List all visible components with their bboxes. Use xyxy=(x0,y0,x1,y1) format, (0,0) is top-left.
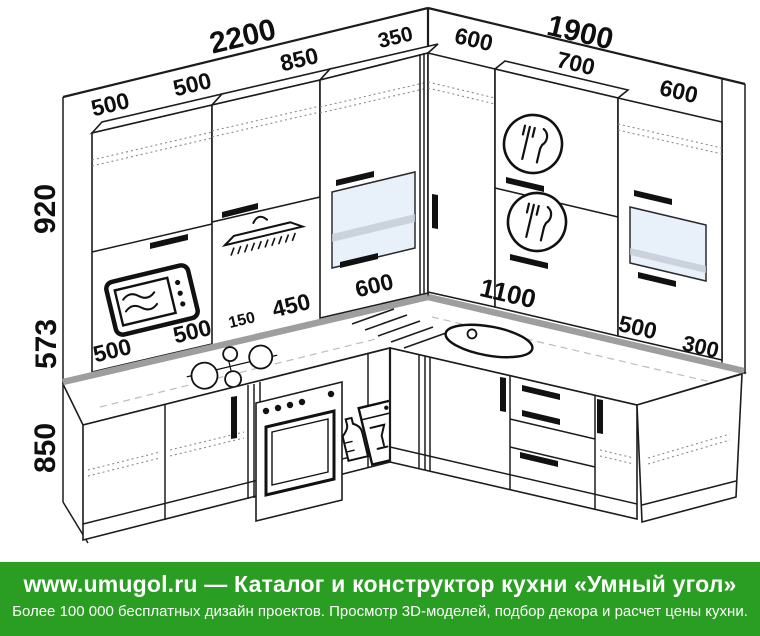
door-handle xyxy=(638,272,676,287)
door-handle xyxy=(231,396,237,439)
drainer-grooves xyxy=(351,308,447,349)
plinth-line xyxy=(389,446,638,505)
plinth-line xyxy=(641,480,737,506)
door-handle xyxy=(510,254,548,269)
dim-base-left-3: 150 xyxy=(227,309,257,332)
door-handle xyxy=(634,190,672,205)
counter-back-edge-left xyxy=(62,293,429,386)
faucet-hole xyxy=(466,328,478,340)
sink xyxy=(444,323,534,359)
kitchen-diagram: 2200 1900 500 500 850 350 600 700 600 92… xyxy=(29,6,748,544)
banner-subtitle: Более 100 000 бесплатных дизайн проектов… xyxy=(12,603,748,620)
drawer-handle xyxy=(522,385,560,400)
door-handle xyxy=(597,399,603,434)
height-dimension-labels: 920 573 850 xyxy=(29,184,63,473)
banner-title: www.umugol.ru — Каталог и конструктор ку… xyxy=(23,571,737,597)
door-handle xyxy=(336,171,374,186)
dim-height-base: 850 xyxy=(29,423,62,473)
site-banner: www.umugol.ru — Каталог и конструктор ку… xyxy=(0,562,760,636)
counter-back-edge-right xyxy=(427,293,745,375)
wall-cabinet-corner-right xyxy=(427,51,496,308)
glass-door xyxy=(331,171,416,269)
dim-height-apron: 573 xyxy=(30,319,63,369)
upper-dimension-labels: 2200 1900 500 500 850 350 600 700 600 xyxy=(88,9,700,121)
door-handle xyxy=(506,177,544,192)
door-handle xyxy=(150,234,188,249)
dish-dryer-plate-icon xyxy=(506,191,568,253)
dish-dryer-plate-icon xyxy=(502,113,564,175)
glass-door xyxy=(629,206,707,282)
oven-cooker xyxy=(255,380,343,523)
bottle-holder-icon xyxy=(341,416,370,463)
wall-cabinet-hood xyxy=(209,67,333,256)
wall-cabinet-dish-dryer xyxy=(493,60,630,338)
end-side-panel xyxy=(636,372,743,524)
door-handle xyxy=(432,194,438,229)
door-handle xyxy=(500,377,506,412)
drawer-handle xyxy=(520,452,558,467)
door-handle xyxy=(222,203,258,218)
gas-hob-icon xyxy=(186,344,278,390)
hood-icon xyxy=(221,215,307,256)
base-cabinets-right xyxy=(388,346,743,524)
drawer-handle xyxy=(522,410,560,425)
wall-cabinet-glass-right xyxy=(617,96,723,362)
microwave-icon xyxy=(104,263,200,337)
wall-cabinet-glass-left xyxy=(317,43,439,320)
oven-icon xyxy=(264,409,336,497)
door-handle xyxy=(340,253,378,268)
drawer-stack xyxy=(509,385,596,468)
base-cabinets-left xyxy=(82,346,419,542)
dim-height-wall-cabinets: 920 xyxy=(29,184,62,234)
